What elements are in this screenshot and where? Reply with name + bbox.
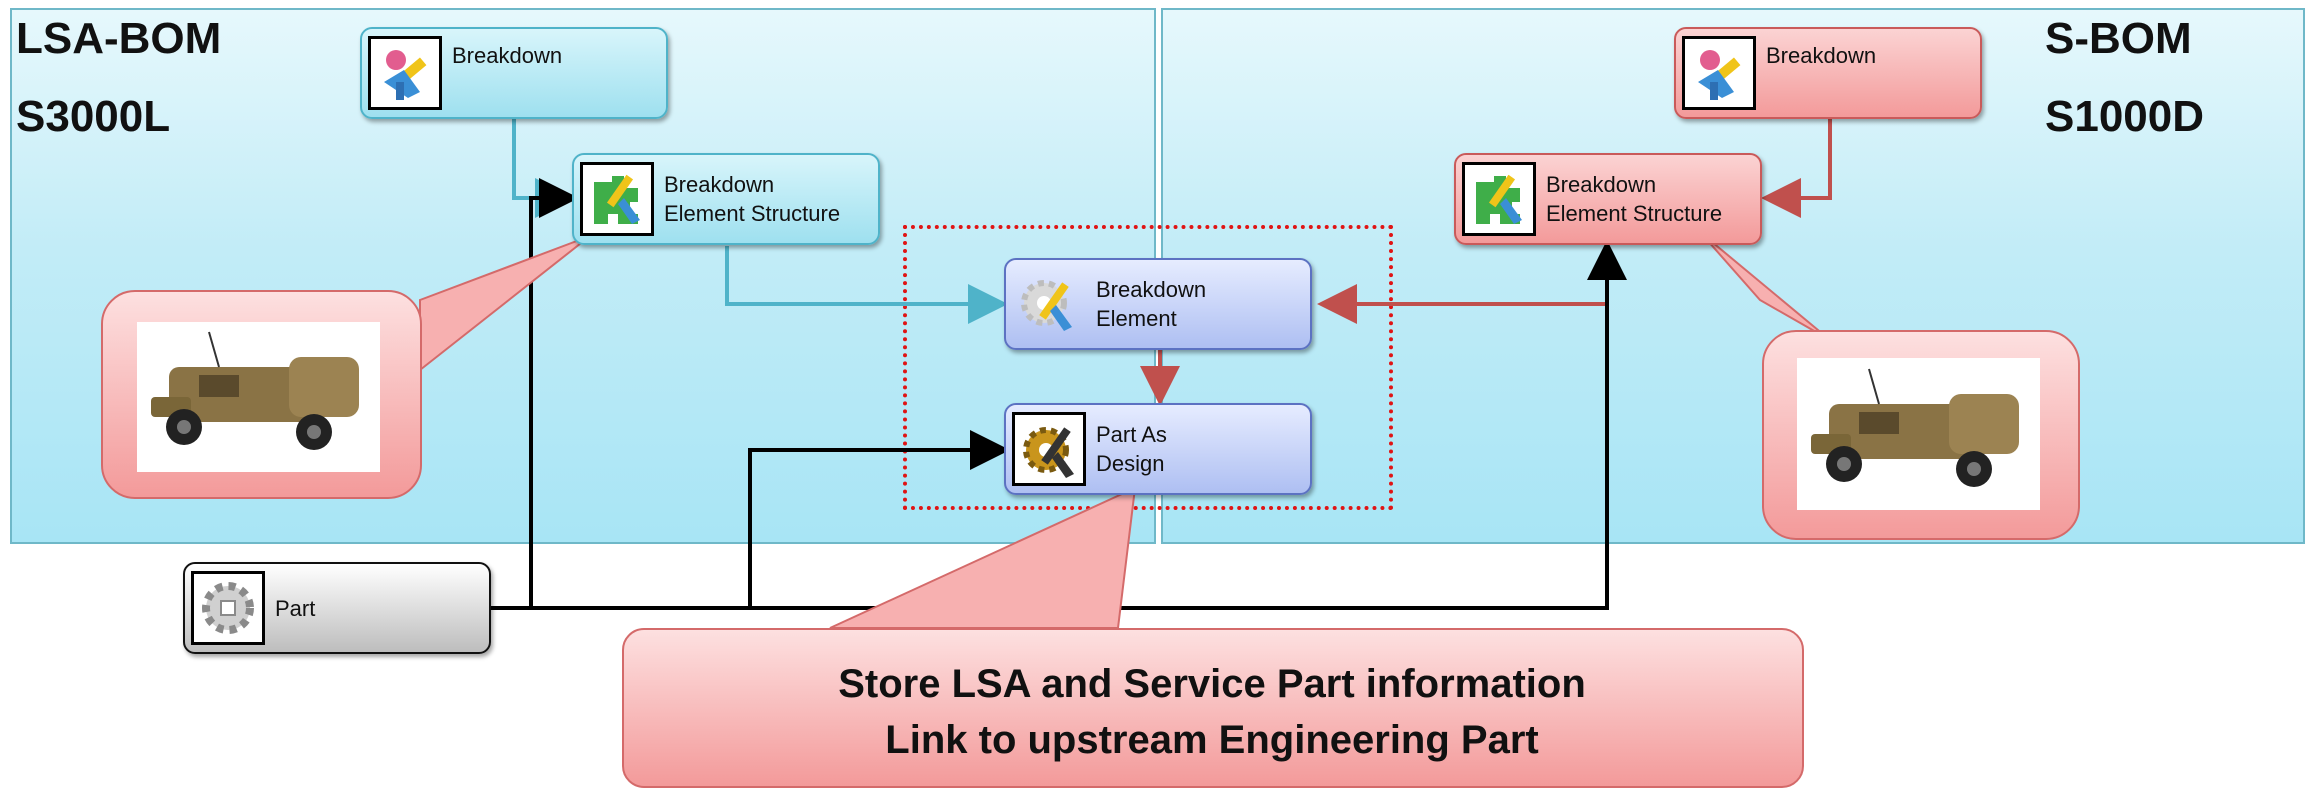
armored-vehicle-icon bbox=[1810, 368, 2019, 487]
breakdown-element-node[interactable]: Breakdown Element bbox=[1004, 258, 1312, 350]
part-as-design-node-label: Part As Design bbox=[1096, 422, 1167, 476]
highlight-dashed-box bbox=[903, 225, 1393, 510]
breakdown-element-node-label: Breakdown Element bbox=[1096, 277, 1207, 331]
breakdown-element-structure-icon bbox=[1462, 162, 1536, 236]
bes-node-right[interactable]: Breakdown Element Structure bbox=[1454, 153, 1762, 245]
part-as-design-icon bbox=[1012, 412, 1086, 486]
left-panel-subtitle: S3000L bbox=[16, 92, 171, 141]
bottom-callout-text: Store LSA and Service Part information L… bbox=[622, 656, 1802, 768]
callout-line-2: Link to upstream Engineering Part bbox=[885, 718, 1539, 762]
breakdown-element-icon bbox=[1012, 267, 1086, 341]
left-vehicle-image bbox=[137, 322, 380, 472]
edge-part-bus bbox=[490, 240, 1627, 610]
breakdown-icon bbox=[1682, 36, 1756, 110]
bes-node-left-label: Breakdown Element Structure bbox=[664, 172, 841, 226]
edge-bes-left-to-breakdown-element bbox=[725, 246, 1008, 324]
breakdown-icon bbox=[368, 36, 442, 110]
breakdown-node-left[interactable]: Breakdown bbox=[360, 27, 668, 119]
part-node[interactable]: Part bbox=[183, 562, 491, 654]
bottom-callout bbox=[622, 628, 1804, 788]
bes-node-right-label: Breakdown Element Structure bbox=[1546, 172, 1723, 226]
breakdown-node-right[interactable]: Breakdown bbox=[1674, 27, 1982, 119]
edge-part-to-bes-left bbox=[529, 178, 579, 608]
breakdown-node-left-label: Breakdown bbox=[452, 43, 563, 68]
right-panel-title: S-BOM bbox=[2045, 14, 2192, 63]
part-as-design-node[interactable]: Part As Design bbox=[1004, 403, 1312, 495]
breakdown-node-right-label: Breakdown bbox=[1766, 43, 1877, 68]
left-panel-title: LSA-BOM bbox=[16, 14, 222, 63]
edge-breakdown-right-to-bes-right bbox=[1761, 118, 1832, 218]
right-vehicle-image bbox=[1797, 358, 2040, 510]
part-gear-icon bbox=[191, 571, 265, 645]
part-node-label: Part bbox=[275, 595, 316, 621]
callout-line-1: Store LSA and Service Part information bbox=[838, 662, 1586, 706]
edge-part-to-part-as-design bbox=[748, 430, 1010, 608]
right-panel-subtitle: S1000D bbox=[2045, 92, 2205, 141]
bes-node-left[interactable]: Breakdown Element Structure bbox=[572, 153, 880, 245]
breakdown-element-structure-icon bbox=[580, 162, 654, 236]
armored-vehicle-icon bbox=[150, 331, 359, 450]
